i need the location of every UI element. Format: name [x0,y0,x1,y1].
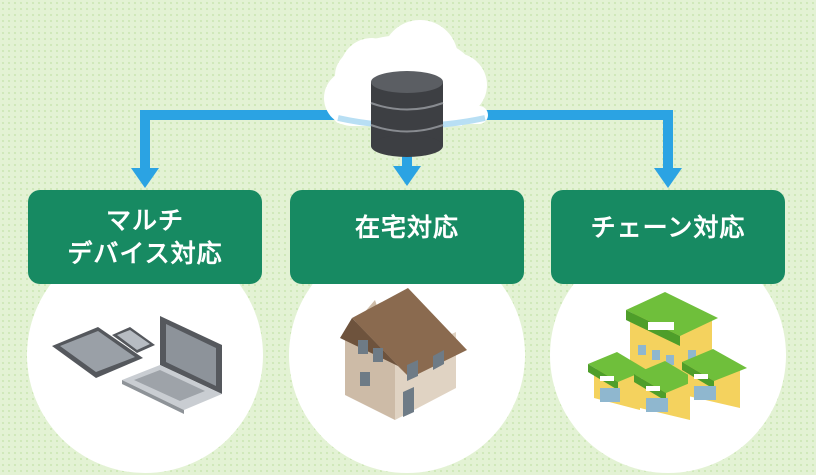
label-multi-device-line2: デバイス対応 [67,239,223,268]
label-home-text: 在宅対応 [354,212,459,242]
label-home: 在宅対応 [290,190,524,284]
label-chain-text: チェーン対応 [590,212,746,242]
house-icon [340,288,467,420]
label-multi-device: マルチ デバイス対応 [28,190,262,284]
devices-icon [52,316,222,414]
device-circle [27,237,263,473]
label-chain: チェーン対応 [551,190,785,284]
chain-store-buildings-icon [588,292,747,420]
cloud-database-icon [324,20,488,157]
arrow-to-chain [478,110,682,188]
label-multi-device-line1: マルチ [105,206,184,235]
arrow-to-multi-device [131,110,340,188]
